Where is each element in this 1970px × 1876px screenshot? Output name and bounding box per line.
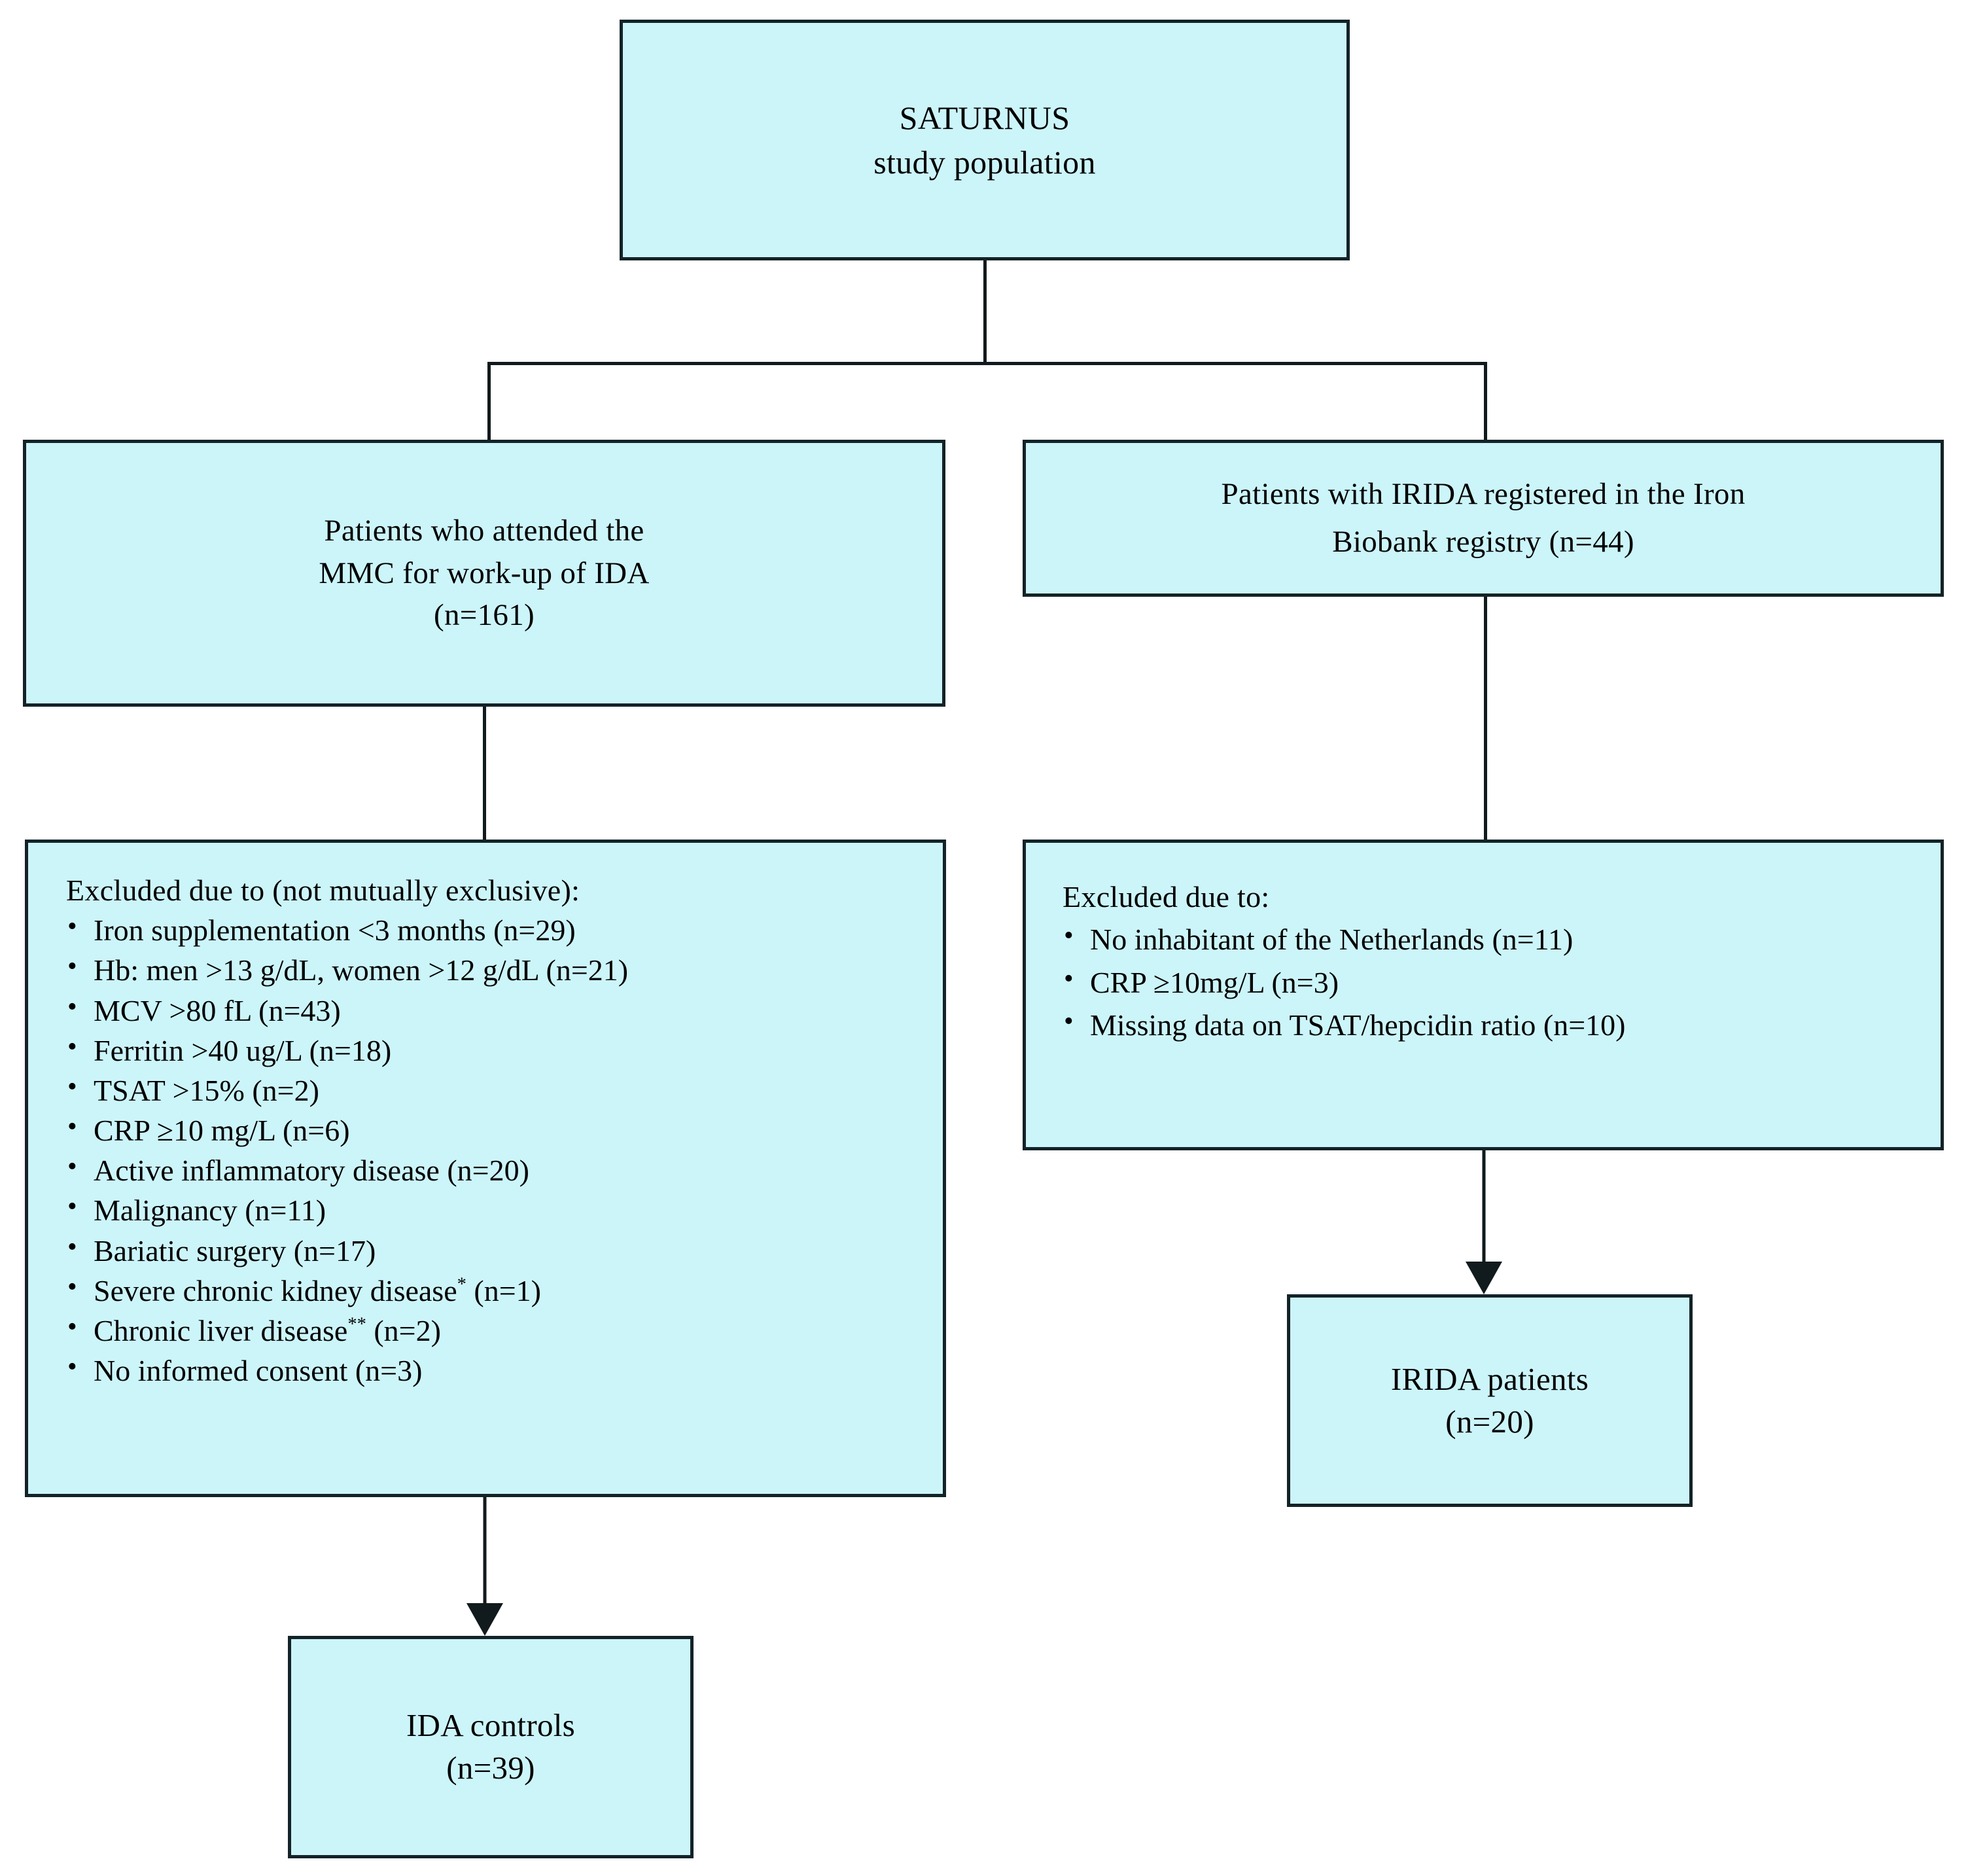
exclusion-item: Malignancy (n=11) xyxy=(66,1189,923,1230)
arrow-shaft xyxy=(1482,1150,1486,1264)
node-mmc-ida-workup: Patients who attended the MMC for work-u… xyxy=(23,440,945,707)
exclusion-item: MCV >80 fL (n=43) xyxy=(66,989,923,1031)
arrow-head-icon xyxy=(466,1603,503,1636)
node-ida-controls: IDA controls (n=39) xyxy=(288,1636,694,1858)
connector-root-stem xyxy=(983,260,987,364)
connector-to-irida-registry xyxy=(1484,362,1487,442)
node-irida-biobank-registry: Patients with IRIDA registered in the Ir… xyxy=(1023,440,1944,597)
node-irida-reg-line-2: Biobank registry (n=44) xyxy=(1332,525,1634,559)
exclusion-item: Iron supplementation <3 months (n=29) xyxy=(66,909,923,950)
node-irida-reg-line-1: Patients with IRIDA registered in the Ir… xyxy=(1221,477,1746,512)
exclusion-item: Active inflammatory disease (n=20) xyxy=(66,1149,923,1190)
node-exclusions-left: Excluded due to (not mutually exclusive)… xyxy=(25,840,946,1497)
connector-split-bar xyxy=(487,362,1487,365)
exclusion-item: CRP ≥10 mg/L (n=6) xyxy=(66,1109,923,1150)
node-irida-line-1: IRIDA patients xyxy=(1390,1360,1589,1397)
arrow-head-icon xyxy=(1466,1262,1502,1294)
node-irida-patients: IRIDA patients (n=20) xyxy=(1287,1294,1693,1507)
exclusion-item: Severe chronic kidney disease* (n=1) xyxy=(66,1269,923,1311)
exclusion-item: Missing data on TSAT/hepcidin ratio (n=1… xyxy=(1063,1002,1925,1046)
exclusions-left-heading: Excluded due to (not mutually exclusive)… xyxy=(66,874,580,907)
exclusion-item: Chronic liver disease** (n=2) xyxy=(66,1309,923,1351)
node-mmc-line-1: Patients who attended the xyxy=(324,513,644,548)
exclusion-item: No inhabitant of the Netherlands (n=11) xyxy=(1063,917,1925,961)
node-mmc-line-3: (n=161) xyxy=(434,598,535,633)
exclusion-item: Ferritin >40 ug/L (n=18) xyxy=(66,1029,923,1071)
exclusion-item: No informed consent (n=3) xyxy=(66,1349,923,1390)
arrow-to-irida-patients xyxy=(1466,1150,1502,1294)
exclusions-right-heading: Excluded due to: xyxy=(1063,880,1270,913)
arrow-to-ida-controls xyxy=(466,1497,503,1636)
footnote-marker: * xyxy=(457,1274,466,1295)
exclusion-item: CRP ≥10mg/L (n=3) xyxy=(1063,960,1925,1004)
exclusion-item: TSAT >15% (n=2) xyxy=(66,1069,923,1110)
arrow-shaft xyxy=(483,1497,487,1605)
node-ida-line-2: (n=39) xyxy=(446,1750,535,1786)
node-root-line-1: SATURNUS xyxy=(899,99,1070,136)
connector-mmc-to-exclusions xyxy=(483,707,486,841)
node-root-line-2: study population xyxy=(873,144,1096,181)
node-exclusions-right: Excluded due to: No inhabitant of the Ne… xyxy=(1023,840,1944,1150)
footnote-marker: ** xyxy=(347,1314,366,1335)
node-irida-line-2: (n=20) xyxy=(1445,1403,1534,1440)
connector-registry-to-exclusions xyxy=(1484,597,1487,841)
exclusion-item: Hb: men >13 g/dL, women >12 g/dL (n=21) xyxy=(66,949,923,990)
node-ida-line-1: IDA controls xyxy=(406,1707,576,1744)
connector-to-mmc xyxy=(487,362,491,442)
node-mmc-line-2: MMC for work-up of IDA xyxy=(319,556,650,590)
exclusion-item: Bariatic surgery (n=17) xyxy=(66,1230,923,1271)
node-saturnus-study-population: SATURNUS study population xyxy=(620,20,1350,260)
